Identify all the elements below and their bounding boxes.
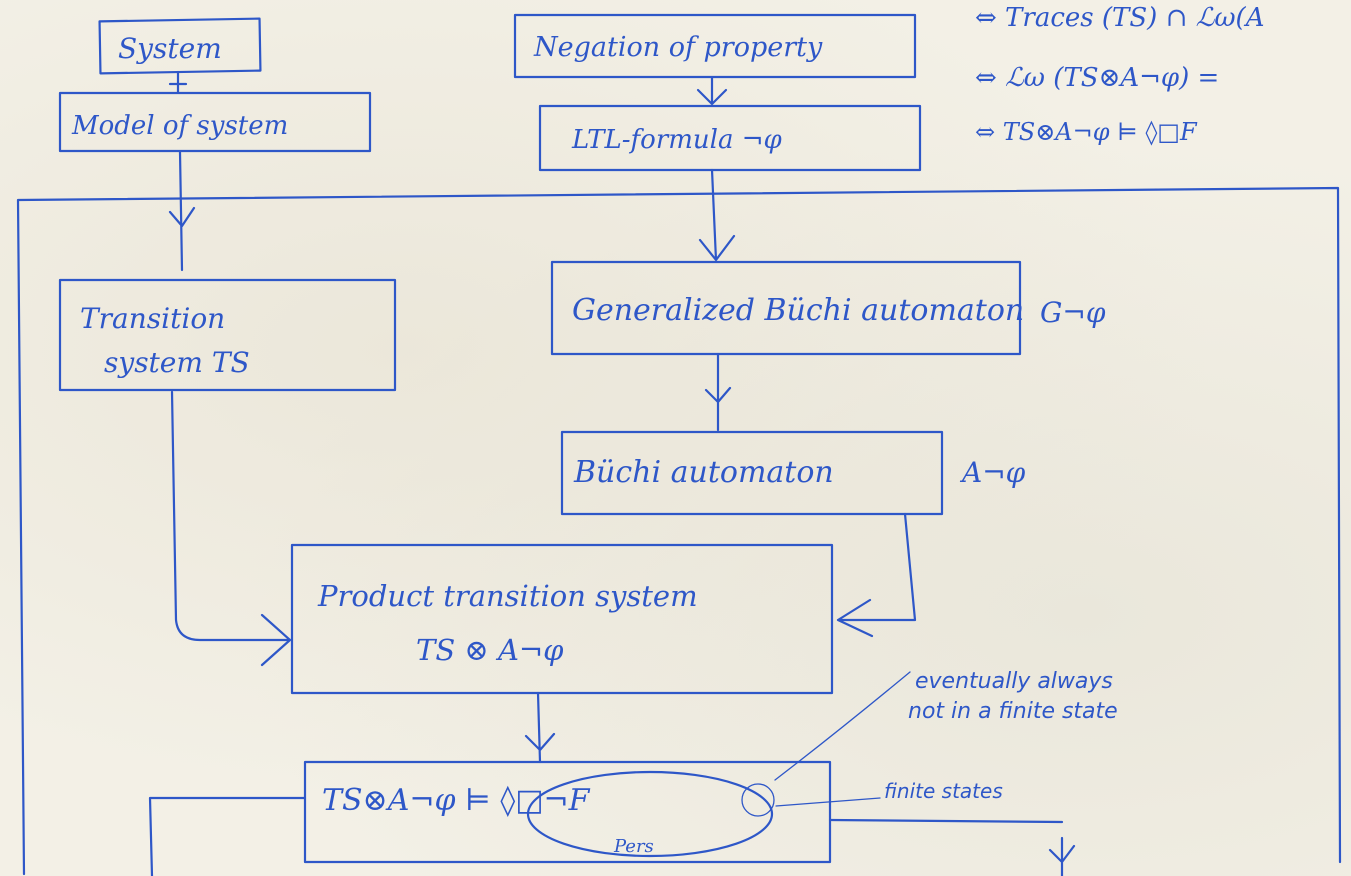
ba-side-label: A¬φ bbox=[959, 456, 1026, 489]
system-label: System bbox=[118, 32, 222, 65]
product-box bbox=[290, 543, 834, 695]
ts-label-line1: Transition bbox=[80, 302, 225, 335]
check-box bbox=[303, 760, 832, 864]
ts-label-line2: system TS bbox=[104, 346, 250, 379]
gba-box bbox=[550, 260, 1022, 356]
gba-side-label: G¬φ bbox=[1040, 296, 1106, 329]
check-label: TS⊗A¬φ ⊨ ◊□¬F bbox=[322, 783, 591, 818]
eventually-pointer bbox=[774, 671, 911, 781]
check-right-exit bbox=[828, 818, 1076, 876]
check-left-exit bbox=[148, 796, 307, 876]
product-label-line2: TS ⊗ A¬φ bbox=[416, 633, 564, 667]
finite-pointer bbox=[775, 797, 881, 807]
equiv-line-3: ⇔ TS⊗A¬φ ⊨ ◊□F bbox=[975, 118, 1198, 146]
f-circle bbox=[741, 783, 775, 817]
pers-label: Pers bbox=[613, 836, 654, 857]
ba-label: Büchi automaton bbox=[573, 455, 834, 490]
finite-annotation: finite states bbox=[884, 779, 1003, 803]
eventually-annotation-line2: not in a finite state bbox=[908, 699, 1118, 724]
ts-box bbox=[58, 278, 397, 392]
system-to-model-arrow bbox=[168, 70, 188, 94]
ba-to-product-arrow bbox=[836, 512, 917, 638]
ltl-label: LTL-formula ¬φ bbox=[571, 125, 783, 155]
equiv-line-1: ⇔ Traces (TS) ∩ ℒω(A bbox=[975, 3, 1264, 33]
product-label-line1: Product transition system bbox=[317, 579, 698, 613]
outer-frame bbox=[16, 186, 1342, 876]
model-to-ts-arrow bbox=[168, 150, 196, 272]
model-label: Model of system bbox=[71, 111, 288, 141]
ltl-to-gba-arrow bbox=[698, 168, 736, 262]
negation-label: Negation of property bbox=[533, 32, 823, 63]
system-box bbox=[98, 17, 262, 75]
pers-ellipse bbox=[526, 770, 774, 858]
product-to-check-arrow bbox=[524, 691, 556, 764]
eventually-annotation-line1: eventually always bbox=[915, 669, 1113, 694]
ba-box bbox=[560, 430, 944, 516]
ts-to-product-arrow bbox=[170, 390, 292, 667]
equiv-line-2: ⇔ ℒω (TS⊗A¬φ) = bbox=[975, 63, 1219, 93]
gba-to-ba-arrow bbox=[704, 352, 732, 432]
negation-to-ltl-arrow bbox=[696, 76, 728, 106]
negation-box bbox=[513, 13, 917, 79]
model-box bbox=[58, 91, 372, 153]
gba-label: Generalized Büchi automaton bbox=[572, 293, 1024, 328]
ltl-box bbox=[538, 104, 922, 172]
